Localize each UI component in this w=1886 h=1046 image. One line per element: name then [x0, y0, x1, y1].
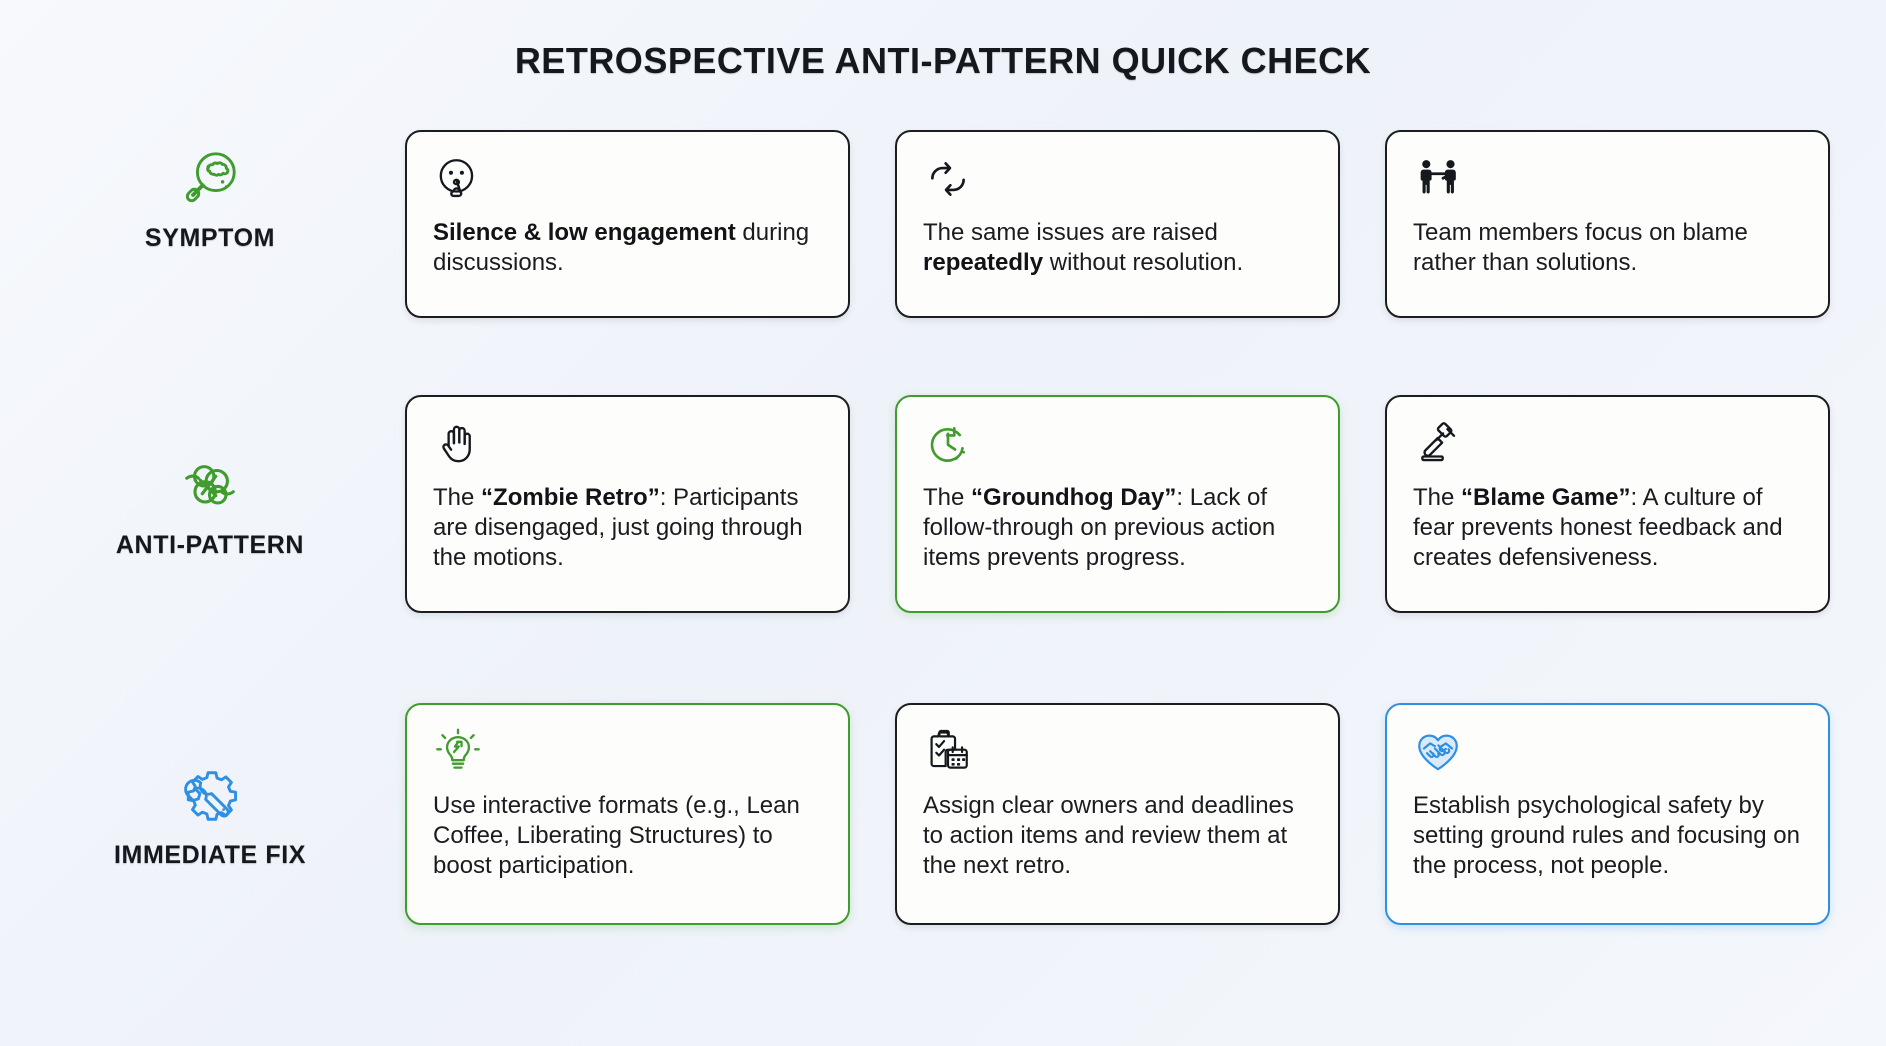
wrench-gear-icon [179, 765, 241, 827]
clipboard-calendar-icon [923, 727, 973, 777]
card-text: Use interactive formats (e.g., Lean Coff… [433, 792, 800, 880]
card-fix-3[interactable]: Establish psychological safety by settin… [1385, 703, 1830, 925]
page-title: RETROSPECTIVE ANTI-PATTERN QUICK CHECK [514, 40, 1372, 81]
card-text: The same issues are raised repeatedly wi… [923, 218, 1312, 278]
gavel-icon [1413, 419, 1463, 469]
card-antipattern-3[interactable]: The “Blame Game”: A culture of fear prev… [1385, 395, 1830, 613]
card-text: Establish psychological safety by settin… [1413, 792, 1800, 880]
card-text-post: : Lack of follow-through on previous act… [923, 484, 1276, 572]
card-text: The “Blame Game”: A culture of fear prev… [1413, 483, 1802, 574]
card-antipattern-1[interactable]: The “Zombie Retro”: Participants are dis… [405, 395, 850, 613]
card-text-post: : A culture of fear prevents honest feed… [1413, 484, 1783, 572]
zombie-hand-icon [433, 419, 483, 469]
magnifier-thought-bubble-icon [179, 148, 241, 210]
card-text: The “Groundhog Day”: Lack of follow-thro… [923, 483, 1312, 574]
card-text-bold: Silence & low engagement [433, 219, 736, 246]
lightbulb-idea-icon [433, 727, 483, 777]
card-text-post: : Participants are disengaged, just goin… [433, 484, 803, 572]
handshake-heart-icon [1413, 727, 1463, 777]
card-symptom-1[interactable]: Silence & low engagement during discussi… [405, 130, 850, 318]
card-fix-2[interactable]: Assign clear owners and deadlines to act… [895, 703, 1340, 925]
matrix-grid: SYMPTOM Silence & low engagement during … [60, 130, 1830, 971]
card-antipattern-2[interactable]: The “Groundhog Day”: Lack of follow-thro… [895, 395, 1340, 613]
card-text-pre: The [1413, 484, 1462, 511]
people-pointing-blame-icon [1413, 154, 1463, 204]
row-label-anti-pattern: ANTI-PATTERN [60, 395, 360, 673]
row-label-immediate-fix: IMMEDIATE FIX [60, 703, 360, 971]
card-text-pre: The same issues are raised [923, 219, 1218, 246]
card-text-pre: The [433, 484, 482, 511]
card-text: The “Zombie Retro”: Participants are dis… [433, 483, 822, 574]
card-text-bold: “Blame Game” [1461, 484, 1631, 511]
clock-arrow-icon [923, 419, 973, 469]
card-text-bold: repeatedly [923, 249, 1044, 277]
card-text: Assign clear owners and deadlines to act… [923, 792, 1294, 880]
row-label-symptom: SYMPTOM [60, 130, 360, 365]
card-text: Silence & low engagement during discussi… [433, 218, 822, 278]
card-text-rest: during discussions. [433, 219, 810, 277]
card-text: Team members focus on blame rather than … [1413, 219, 1748, 277]
shushing-face-icon [433, 154, 483, 204]
card-text-post: without resolution. [1043, 249, 1244, 277]
card-text-bold: “Groundhog Day” [971, 484, 1177, 511]
card-symptom-3[interactable]: Team members focus on blame rather than … [1385, 130, 1830, 318]
repeat-loop-arrows-icon [923, 154, 973, 204]
row-label-text: IMMEDIATE FIX [113, 841, 307, 869]
card-text-bold: “Zombie Retro” [481, 484, 660, 511]
card-fix-1[interactable]: Use interactive formats (e.g., Lean Coff… [405, 703, 850, 925]
row-label-text: ANTI-PATTERN [115, 531, 305, 559]
tangled-knot-icon [179, 455, 241, 517]
card-text-pre: The [923, 484, 972, 511]
row-label-text: SYMPTOM [144, 224, 276, 252]
card-symptom-2[interactable]: The same issues are raised repeatedly wi… [895, 130, 1340, 318]
